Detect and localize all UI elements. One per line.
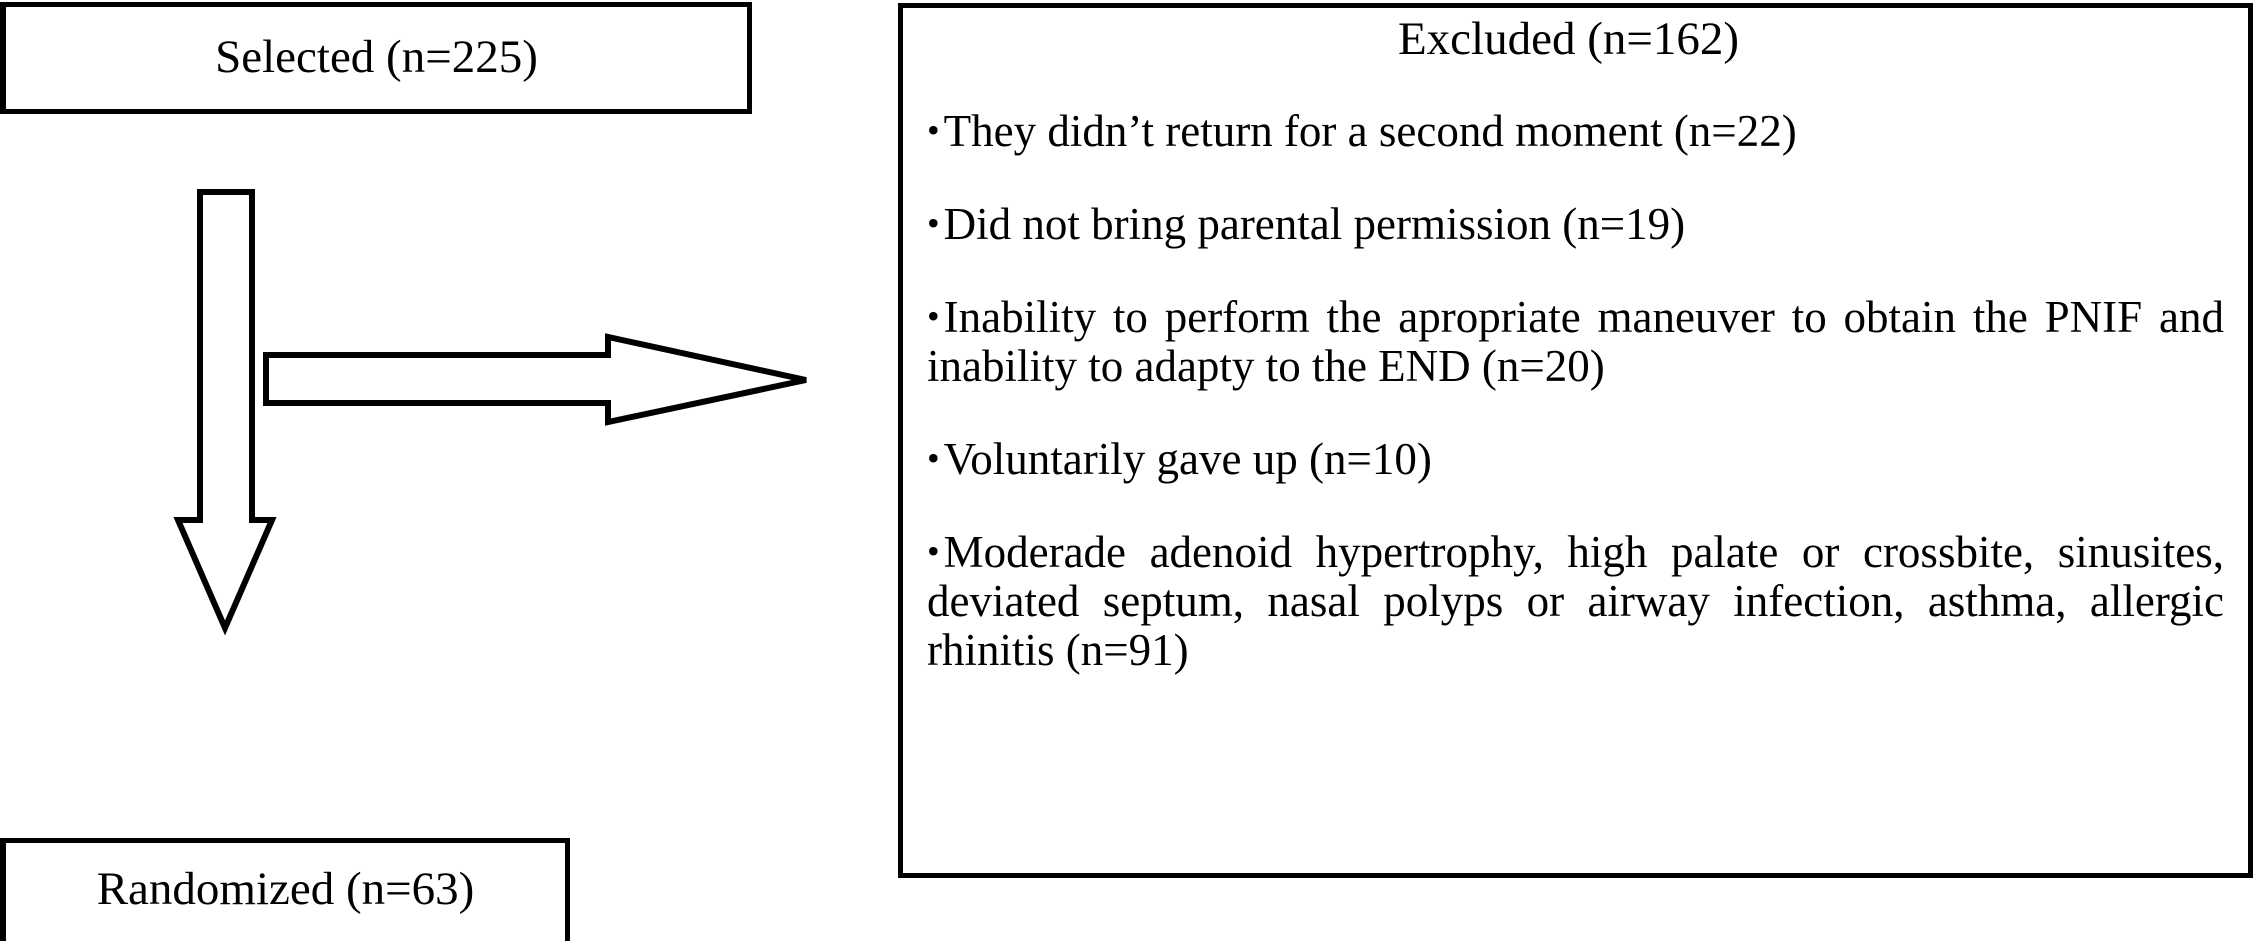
bullet-icon: • xyxy=(927,296,940,337)
list-item-text: They didn’t return for a second moment (… xyxy=(943,106,1797,156)
excluded-node-title: Excluded (n=162) xyxy=(1397,13,1740,65)
list-item-text: Did not bring parental permission (n=19) xyxy=(943,199,1686,250)
selected-node: Selected (n=225) xyxy=(0,2,752,114)
list-item: •Voluntarily gave up (n=10) xyxy=(927,435,2224,484)
list-item: •Did not bring parental permission (n=19… xyxy=(927,200,2224,249)
list-item: •Inability to perform the apropriate man… xyxy=(927,293,2224,391)
down-arrow-icon xyxy=(173,189,277,636)
right-arrow-icon xyxy=(263,333,807,426)
list-item: •They didn’t return for a second moment … xyxy=(927,106,2224,156)
list-item: •Moderade adenoid hypertrophy, high pala… xyxy=(927,528,2224,675)
bullet-icon: • xyxy=(927,110,940,150)
list-item-text: Moderade adenoid hypertrophy, high palat… xyxy=(927,527,2224,676)
randomized-node-label: Randomized (n=63) xyxy=(96,863,475,915)
list-item-text: Voluntarily gave up (n=10) xyxy=(943,434,1432,485)
excluded-node: Excluded (n=162) •They didn’t return for… xyxy=(898,3,2253,878)
bullet-icon: • xyxy=(927,438,940,479)
randomized-node: Randomized (n=63) xyxy=(0,838,570,941)
excluded-content: Excluded (n=162) •They didn’t return for… xyxy=(927,16,2224,675)
selected-node-label: Selected (n=225) xyxy=(215,31,538,83)
excluded-reasons-list: •They didn’t return for a second moment … xyxy=(927,106,2224,675)
list-item-text: Inability to perform the apropriate mane… xyxy=(927,292,2224,392)
bullet-icon: • xyxy=(927,531,940,572)
bullet-icon: • xyxy=(927,203,940,244)
